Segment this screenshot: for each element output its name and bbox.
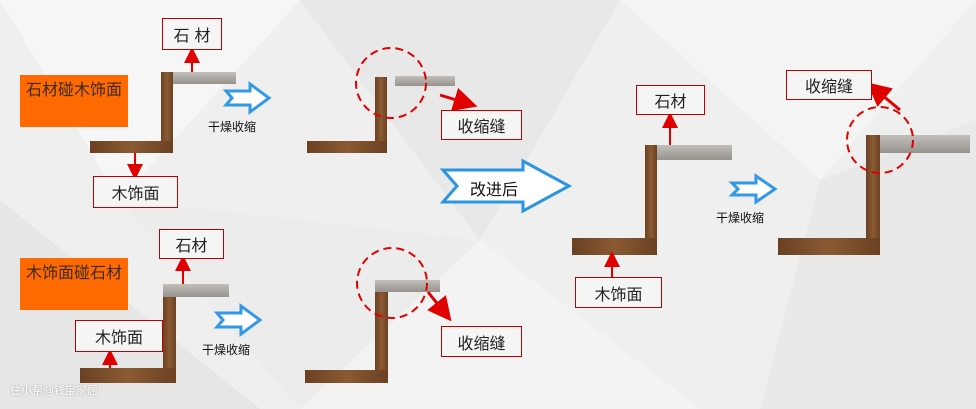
red-arrow [866,82,901,112]
stone-slab [163,284,229,297]
wood-panel [307,77,387,153]
wood-panel [90,72,173,153]
stone-label: 石材 [159,229,224,259]
shrink-arrow-icon [222,81,272,115]
wood-panel [80,285,176,383]
stone-label: 石 材 [162,18,222,50]
improved-arrow-label: 改进后 [470,180,519,199]
watermark: 住小帮@钱宝家居 [10,384,98,397]
red-arrow [439,88,478,111]
wood-panel [572,145,657,255]
wood-panel [778,135,880,255]
shrink-label: 干燥收缩 [716,211,765,225]
stone-slab [173,72,236,84]
wood-label: 木饰面 [575,277,662,308]
shrink-label: 干燥收缩 [202,343,251,357]
red-arrow [426,291,452,322]
wood-label: 木饰面 [93,176,178,208]
gap-label: 收缩缝 [786,70,872,100]
gap-label: 收缩缝 [441,110,522,140]
stone-label: 石材 [636,85,705,115]
stone-slab [395,76,455,86]
gap-highlight-circle [356,247,428,319]
wood-label: 木饰面 [75,320,163,352]
gap-label: 收缩缝 [441,326,522,357]
stone-slab [657,145,732,160]
gap-highlight-circle [846,106,914,174]
stone-slab [375,280,440,292]
shrink-arrow-icon [728,173,778,205]
case-title: 石材碰木饰面 [20,75,128,127]
shrink-label: 干燥收缩 [208,120,257,134]
wood-panel [305,292,388,383]
improved-arrow-icon [439,158,573,214]
stone-slab [880,135,970,153]
case-title: 木饰面碰石材 [20,258,128,310]
shrink-arrow-icon [213,303,263,337]
gap-highlight-circle [355,47,427,119]
